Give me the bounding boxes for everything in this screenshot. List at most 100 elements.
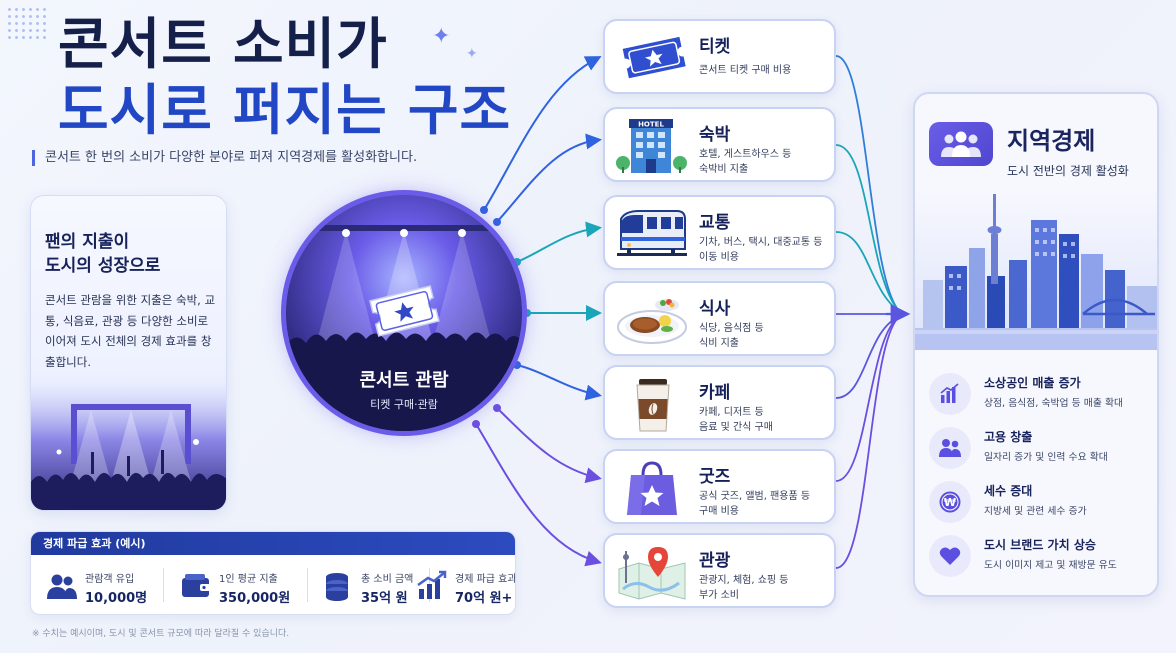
- sparkle-icon: ✦: [432, 24, 451, 49]
- fan-card-heading-line1: 팬의 지출이: [45, 232, 130, 252]
- category-card-meal: 식사 식당, 음식점 등 식비 지출: [603, 281, 836, 356]
- category-card-lodging: HOTEL 숙박 호텔, 게스트하우스 등 숙박비 지출: [603, 107, 836, 182]
- benefit-icon-wrap: [929, 535, 971, 577]
- effect-value: 70억 원+: [455, 591, 513, 606]
- concert-center-circle: [286, 195, 522, 431]
- effect-value: 10,000명: [85, 591, 148, 606]
- effect-divider: [307, 568, 308, 602]
- economic-effect-header: 경제 파급 효과 (예시): [31, 532, 515, 555]
- fan-card-heading-line2: 도시의 성장으로: [45, 256, 161, 276]
- effect-label: 경제 파급 효과: [455, 574, 516, 585]
- fan-spending-card: 팬의 지출이 도시의 성장으로 콘서트 관람을 위한 지출은 숙박, 교통, 식…: [30, 195, 227, 511]
- wallet-icon: [182, 574, 210, 597]
- effect-label: 1인 평균 지출: [219, 574, 278, 585]
- category-card-ticket: 티켓 콘서트 티켓 구매 비용: [603, 19, 836, 94]
- dot-pattern-decoration: [6, 6, 46, 42]
- category-desc-line2: 숙박비 지출: [699, 164, 749, 175]
- page-title-line1: 콘서트 소비가: [58, 12, 388, 76]
- category-desc-line1: 카페, 디저트 등: [699, 407, 764, 418]
- coffee-cup-icon: [636, 379, 670, 432]
- community-people-icon: [941, 131, 981, 157]
- region-badge: [929, 122, 993, 166]
- benefit-title: 도시 브랜드 가치 상승: [984, 538, 1096, 552]
- category-name: 식사: [699, 299, 731, 319]
- benefit-sales-increase: 소상공인 매출 증가 상점, 음식점, 숙박업 등 매출 확대: [929, 371, 1154, 417]
- food-plate-icon: [617, 299, 687, 344]
- benefit-job-creation: 고용 창출 일자리 증가 및 인력 수요 확대: [929, 425, 1154, 471]
- concert-stage-illustration: [286, 195, 522, 431]
- growth-chart-icon: [417, 570, 447, 599]
- category-desc: 식당, 음식점 등 식비 지출: [699, 321, 764, 351]
- category-name: 교통: [699, 213, 731, 233]
- category-desc-line2: 식비 지출: [699, 338, 739, 349]
- category-desc-line2: 부가 소비: [699, 590, 739, 601]
- heart-icon: [939, 547, 961, 565]
- benefit-icon-wrap: [929, 373, 971, 415]
- effect-label: 총 소비 금액: [361, 574, 414, 585]
- category-desc-line1: 기차, 버스, 택시, 대중교통 등: [699, 237, 823, 248]
- fan-card-heading: 팬의 지출이 도시의 성장으로: [45, 230, 160, 278]
- category-desc: 콘서트 티켓 구매 비용: [699, 65, 792, 76]
- benefit-icon-wrap: ₩: [929, 481, 971, 523]
- benefit-desc: 도시 이미지 제고 및 재방문 유도: [984, 560, 1117, 571]
- category-name: 티켓: [699, 37, 731, 57]
- category-name: 관광: [699, 551, 731, 571]
- benefit-title: 세수 증대: [984, 484, 1033, 498]
- category-name: 굿즈: [699, 467, 731, 487]
- region-title: 지역경제: [1007, 127, 1096, 155]
- category-desc-line2: 구매 비용: [699, 506, 739, 517]
- category-card-goods: 굿즈 공식 굿즈, 앨범, 팬용품 등 구매 비용: [603, 449, 836, 524]
- people-icon: [47, 574, 77, 599]
- hotel-icon: HOTEL: [616, 119, 687, 173]
- footnote: ※ 수치는 예시이며, 도시 및 콘서트 규모에 따라 달라질 수 있습니다.: [32, 629, 290, 639]
- effect-value: 350,000원: [219, 591, 291, 606]
- benefit-desc: 상점, 음식점, 숙박업 등 매출 확대: [984, 398, 1123, 409]
- bar-chart-icon: [940, 383, 959, 403]
- category-desc-line1: 식당, 음식점 등: [699, 323, 764, 334]
- benefit-icon-wrap: [929, 427, 971, 469]
- region-subtitle: 도시 전반의 경제 활성화: [1007, 164, 1129, 178]
- effect-divider: [163, 568, 164, 602]
- category-desc: 카페, 디저트 등 음료 및 간식 구매: [699, 405, 773, 435]
- category-desc-line1: 공식 굿즈, 앨범, 팬용품 등: [699, 491, 811, 502]
- category-desc: 관광지, 체험, 쇼핑 등 부가 소비: [699, 573, 789, 603]
- benefit-tax-revenue: ₩ 세수 증대 지방세 및 관련 세수 증가: [929, 479, 1154, 525]
- page-title-line2: 도시로 퍼지는 구조: [58, 78, 512, 142]
- category-desc-line1: 호텔, 게스트하우스 등: [699, 149, 792, 160]
- regional-economy-panel: 지역경제 도시 전반의 경제 활성화: [913, 92, 1159, 597]
- economic-effect-panel: 경제 파급 효과 (예시) 관람객 유입 10,000명 1인 평균 지출 35…: [30, 531, 516, 615]
- category-desc-line2: 음료 및 간식 구매: [699, 422, 773, 433]
- category-desc: 기차, 버스, 택시, 대중교통 등 이동 비용: [699, 235, 822, 265]
- effect-value: 35억 원: [361, 591, 408, 606]
- train-icon: [617, 210, 687, 256]
- fan-card-body: 콘서트 관람을 위한 지출은 숙박, 교통, 식음료, 관광 등 다양한 소비로…: [45, 293, 216, 369]
- people-icon: [939, 439, 961, 457]
- concert-crowd-illustration: [31, 382, 226, 510]
- won-coin-icon: ₩: [939, 491, 961, 513]
- city-skyline-illustration: [915, 190, 1157, 350]
- category-desc: 호텔, 게스트하우스 등 숙박비 지출: [699, 147, 791, 177]
- map-pin-icon: [618, 547, 686, 600]
- category-card-transport: 교통 기차, 버스, 택시, 대중교통 등 이동 비용: [603, 195, 836, 270]
- won-symbol: ₩: [944, 496, 956, 509]
- shopping-bag-icon: [627, 461, 677, 515]
- ticket-icon: [622, 36, 686, 79]
- category-name: 카페: [699, 383, 731, 403]
- center-title: 콘서트 관람: [359, 370, 449, 391]
- category-desc-line2: 이동 비용: [699, 252, 739, 263]
- benefit-desc: 일자리 증가 및 인력 수요 확대: [984, 452, 1108, 463]
- benefit-desc: 지방세 및 관련 세수 증가: [984, 506, 1087, 517]
- category-desc: 공식 굿즈, 앨범, 팬용품 등 구매 비용: [699, 489, 810, 519]
- category-card-cafe: 카페 카페, 디저트 등 음료 및 간식 구매: [603, 365, 836, 440]
- center-subtitle: 티켓 구매·관람: [370, 398, 438, 411]
- category-name: 숙박: [699, 125, 731, 145]
- benefit-city-brand: 도시 브랜드 가치 상승 도시 이미지 제고 및 재방문 유도: [929, 533, 1154, 579]
- category-card-tourism: 관광 관광지, 체험, 쇼핑 등 부가 소비: [603, 533, 836, 608]
- page-subtitle: 콘서트 한 번의 소비가 다양한 분야로 퍼져 지역경제를 활성화합니다.: [32, 150, 417, 166]
- ticket-icon: [369, 285, 440, 337]
- category-desc-line1: 관광지, 체험, 쇼핑 등: [699, 575, 789, 586]
- coins-icon: [326, 573, 348, 601]
- benefit-title: 소상공인 매출 증가: [984, 376, 1081, 390]
- sparkle-small-icon: ✦: [466, 46, 478, 62]
